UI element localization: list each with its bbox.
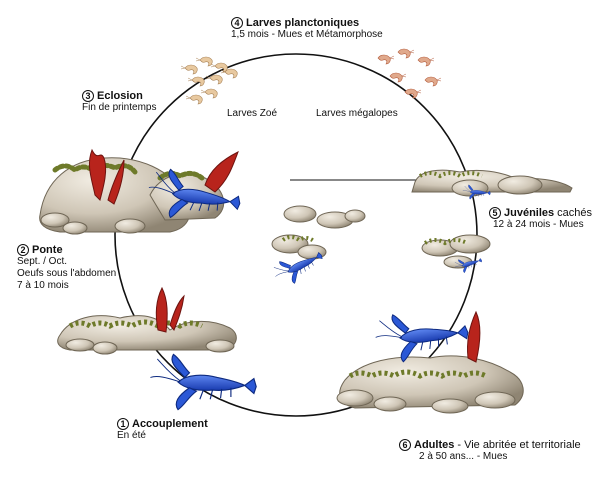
larvae-megalopes-label: Larves mégalopes <box>316 108 398 119</box>
stage-5-title-extra: cachés <box>557 207 592 219</box>
stage-2-line-3: 7 à 10 mois <box>17 280 69 291</box>
stage-4-number: 4 <box>231 17 243 29</box>
adults-rock <box>336 310 524 414</box>
larvae-megalopes-group <box>377 48 442 99</box>
center-rocks <box>271 205 366 260</box>
stage-3-number: 3 <box>82 90 94 102</box>
juveniles-rock <box>411 169 573 269</box>
eclosion-rock <box>39 148 239 235</box>
ponte-rock <box>57 286 237 355</box>
stage-6-title: Adultes <box>414 439 455 451</box>
stage-2-line-1: Sept. / Oct. <box>17 256 68 267</box>
stage-6-number: 6 <box>399 439 411 451</box>
stage-3-title: Eclosion <box>97 90 143 102</box>
stage-6-line-1: 2 à 50 ans... - Mues <box>419 451 508 462</box>
stage-1-title: Accouplement <box>132 418 208 430</box>
stage-2-number: 2 <box>17 244 29 256</box>
stage-5-line-1: 12 à 24 mois - Mues <box>493 219 584 230</box>
stage-3-line-1: Fin de printemps <box>82 102 157 113</box>
larvae-zoe-label: Larves Zoé <box>227 108 278 119</box>
stage-2-line-2: Oeufs sous l'abdomen <box>17 268 117 279</box>
stage-5-title: Juvéniles <box>504 207 555 219</box>
stage-4-line-1: 1,5 mois - Mues et Métamorphose <box>231 29 383 40</box>
stage-5-number: 5 <box>489 207 501 219</box>
cycle-circle <box>114 53 478 417</box>
stage-1-number: 1 <box>117 418 129 430</box>
crayfish-accouplement <box>149 353 257 411</box>
stage-2-title: Ponte <box>32 244 63 256</box>
larvae-zoe-group <box>180 56 238 105</box>
stage-6-title-extra: - Vie abritée et territoriale <box>457 439 581 451</box>
stage-4-title: Larves planctoniques <box>246 17 360 29</box>
stage-1-line-1: En été <box>117 430 146 441</box>
